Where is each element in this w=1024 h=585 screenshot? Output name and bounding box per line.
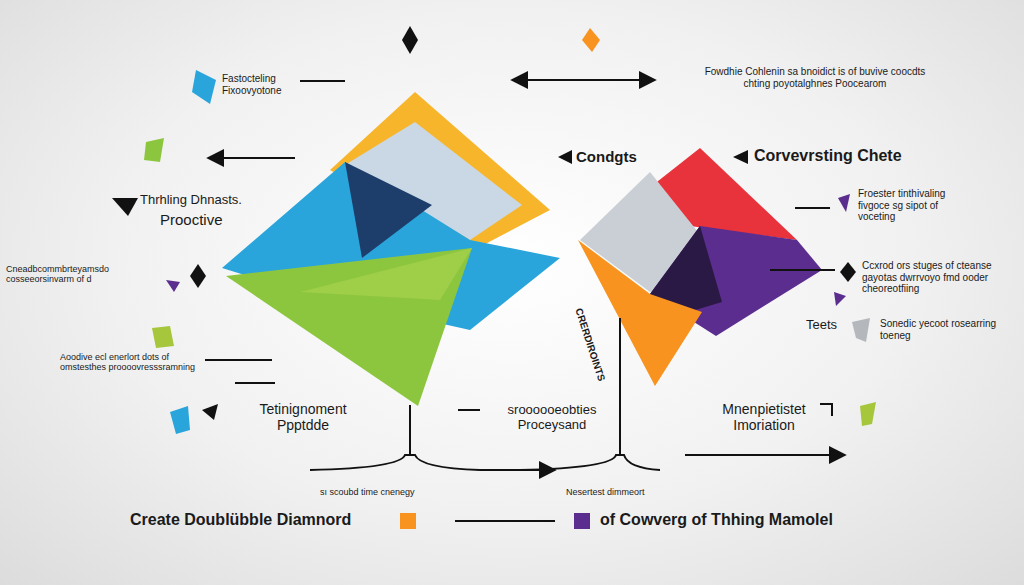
label-text: Ccxrod ors stuges of cteanse gayotas dwr… xyxy=(862,260,1002,295)
arrow-line-part xyxy=(458,409,480,411)
label-text: Aoodive ecl enerlort dots of omstesthes … xyxy=(60,352,202,373)
decor-shape-part xyxy=(170,406,190,434)
label-text: Prooctive xyxy=(160,211,223,228)
arrow-line-part xyxy=(300,80,345,82)
arrow-line-part xyxy=(795,207,830,209)
right-folded-diamond xyxy=(578,148,822,386)
arrowhead-part xyxy=(733,150,748,164)
arrow-line-part xyxy=(512,79,655,81)
label-text: Thrhling Dhnasts. xyxy=(140,193,242,208)
label-text: Mnenpietistet Imoriation xyxy=(700,401,828,433)
arrow-line-part xyxy=(205,359,272,361)
decor-shape-part xyxy=(112,198,138,216)
label-text: Sonedic yecoot rosearring toeneg xyxy=(880,318,1000,341)
stand-part xyxy=(619,318,621,455)
label-text: Condgts xyxy=(576,148,637,165)
arrow-line-part xyxy=(480,469,555,471)
label-text: sroooooeobties Proceysand xyxy=(482,403,622,433)
label-text: Nesertest dimmeort xyxy=(566,487,645,497)
vertical-label: CRERDIROINTS xyxy=(573,307,607,383)
decor-shape-part xyxy=(144,138,164,162)
arrowhead-part xyxy=(558,150,572,164)
label-text: Teets xyxy=(806,318,837,333)
decor-shape-part xyxy=(192,70,216,104)
arrow-line-part xyxy=(685,454,845,456)
left-folded-diamond-part xyxy=(226,248,472,406)
stand-part xyxy=(409,405,411,455)
arrow-line-part xyxy=(455,520,555,522)
arrow-line-part xyxy=(770,269,835,271)
label-text: sı scoubd time cnenegy xyxy=(320,487,415,497)
label-text: Cneadbcommbrteyamsdo cosseeorsinvarm of … xyxy=(6,264,166,285)
arrow-line xyxy=(205,80,845,521)
legend-text: of Cowverg of Thhing Mamolel xyxy=(600,511,833,529)
decor-shape-part xyxy=(852,318,870,342)
decor-shape-part xyxy=(402,26,418,54)
left-folded-diamond xyxy=(222,92,560,406)
decor-shape-part xyxy=(838,194,850,212)
decor-shape-part xyxy=(202,404,218,420)
label-text: Corvevrsting Chete xyxy=(754,147,902,165)
arrow-line-part xyxy=(235,382,275,384)
legend-swatch xyxy=(574,513,590,529)
decor-shape-part xyxy=(582,28,600,52)
label-text: Froester tinthivaling fivgoce sg sipot o… xyxy=(858,188,970,223)
decor-shape-part xyxy=(820,404,832,416)
stand-part xyxy=(310,455,480,470)
decor-shape-part xyxy=(190,264,206,288)
legend-swatch xyxy=(400,513,416,529)
decor-shape-part xyxy=(840,262,856,282)
left-folded-diamond-part xyxy=(345,162,432,258)
label-text: Tetinignoment Ppptdde xyxy=(238,401,368,433)
stand-part xyxy=(520,455,660,470)
label-text: Fastocteling Fixoovyotone xyxy=(222,73,300,96)
decor-shape-part xyxy=(860,402,876,426)
decor-shape-part xyxy=(166,280,180,292)
stand xyxy=(310,318,660,470)
label-text: Fowdhie Cohlenin sa bnoidict is of buviv… xyxy=(690,66,940,89)
arrow-line-part xyxy=(208,157,295,159)
legend-text: Create Doublübble Diamnord xyxy=(130,511,351,529)
decor-shape-part xyxy=(834,292,846,306)
decor-shape-part xyxy=(152,326,174,348)
left-folded-diamond-part xyxy=(300,248,472,300)
